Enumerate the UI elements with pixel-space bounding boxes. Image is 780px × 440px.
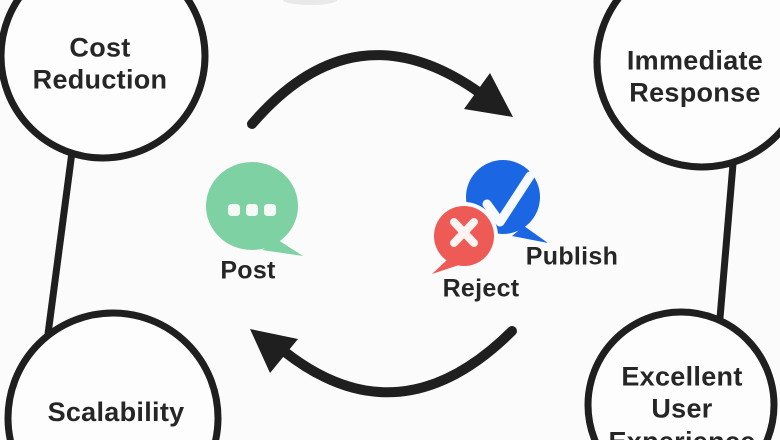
publish-bubble-tail (512, 226, 548, 243)
reject-chat-bubble-icon (430, 202, 498, 274)
post-label: Post (220, 256, 276, 285)
ellipsis-dots-icon (228, 204, 276, 216)
post-chat-bubble-icon (206, 162, 303, 256)
benefit-label-cost-reduction: Cost Reduction (32, 32, 168, 95)
benefit-label-excellent-user-experience: Excellent User Experience (608, 361, 755, 440)
benefit-circle-immediate-response (593, 0, 780, 171)
x-icon (450, 218, 478, 247)
benefit-circle-excellent-user-experience (584, 308, 778, 440)
publish-label: Publish (525, 242, 619, 271)
cycle-arrow-bottom (250, 326, 517, 398)
benefit-circle-cost-reduction (0, 0, 209, 162)
connector-line-left (44, 151, 76, 335)
top-edge-artifact (283, 0, 337, 5)
benefit-label-scalability: Scalability (47, 396, 185, 427)
cycle-arrow-top (247, 50, 513, 129)
benefit-label-immediate-response: Immediate Response (626, 45, 764, 108)
checkmark-icon (482, 171, 535, 227)
benefit-circle-scalability (4, 309, 222, 440)
cycle-arrow-bottom-curve (280, 326, 517, 398)
reject-label: Reject (442, 274, 520, 303)
connector-line-right (716, 163, 737, 319)
cycle-arrow-bottom-head (250, 329, 298, 373)
cycle-arrow-top-head (464, 73, 513, 117)
cycle-arrow-top-curve (247, 50, 485, 129)
